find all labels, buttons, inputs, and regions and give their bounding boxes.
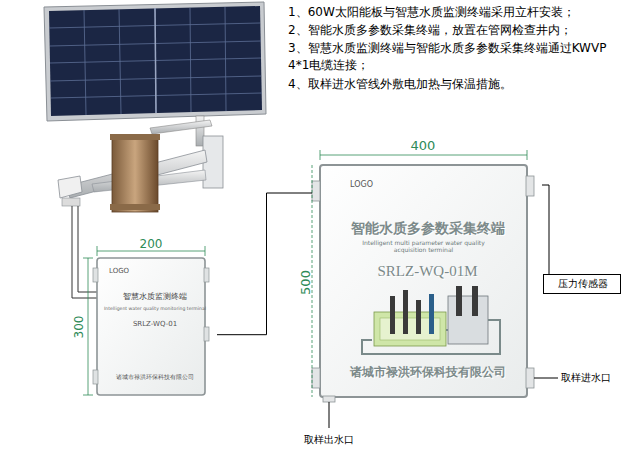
dimension-value: 200 bbox=[140, 236, 163, 252]
leader-line bbox=[329, 378, 558, 428]
sensor-label: 压力传感器 bbox=[544, 278, 622, 290]
note-text: 2、智能水质多参数采集终端，放置在管网检查井内； bbox=[288, 22, 618, 38]
node-box: 压力传感器 bbox=[543, 274, 621, 294]
logo-text: LOGO bbox=[109, 267, 129, 275]
company-name: 诸城市禄洪环保科技有限公司 bbox=[97, 374, 213, 381]
solar-panel bbox=[44, 2, 266, 121]
company-name: 诸城市禄洪环保科技有限公司 bbox=[320, 366, 535, 380]
dimension-value: 500 bbox=[296, 270, 313, 295]
port-label: 取样出水口 bbox=[304, 433, 354, 446]
terminal-title: 智慧水质监测终端 bbox=[97, 292, 213, 301]
node-box: LOGO 智能水质多参数采集终端 Intelligent multi paramet… bbox=[320, 165, 535, 397]
cable-connector bbox=[217, 193, 312, 335]
instrument-illustration bbox=[362, 286, 500, 354]
english-subtitle: Intelligent water quality monitoring ter… bbox=[97, 306, 213, 311]
cable-connector bbox=[542, 185, 549, 274]
acquisition-housing bbox=[312, 165, 534, 402]
dimension-value: 300 bbox=[71, 316, 87, 339]
model-number: SRLZ-WQ-01M bbox=[320, 263, 535, 280]
dimension-value: 400 bbox=[411, 137, 436, 154]
note-text: 1、60W太阳能板与智慧水质监测终端采用立杆安装； bbox=[288, 4, 618, 20]
english-subtitle: Intelligent multi parameter water qualit… bbox=[359, 240, 489, 254]
note-text: 4、取样进水管线外敷电加热与保温措施。 bbox=[288, 76, 618, 92]
note-text: 3、智慧水质监测终端与智能水质多参数采集终端通过KWVP 4*1电缆连接； bbox=[288, 40, 618, 74]
model-number: SRLZ-WQ-01 bbox=[97, 320, 213, 328]
cable bbox=[72, 206, 97, 298]
pole-mount bbox=[58, 116, 223, 212]
port-label: 取样进水口 bbox=[561, 371, 611, 384]
terminal-title: 智能水质多参数采集终端 bbox=[320, 220, 535, 236]
logo-text: LOGO bbox=[350, 180, 373, 189]
node-box: LOGO 智慧水质监测终端 Intelligent water quality mo… bbox=[97, 258, 213, 395]
